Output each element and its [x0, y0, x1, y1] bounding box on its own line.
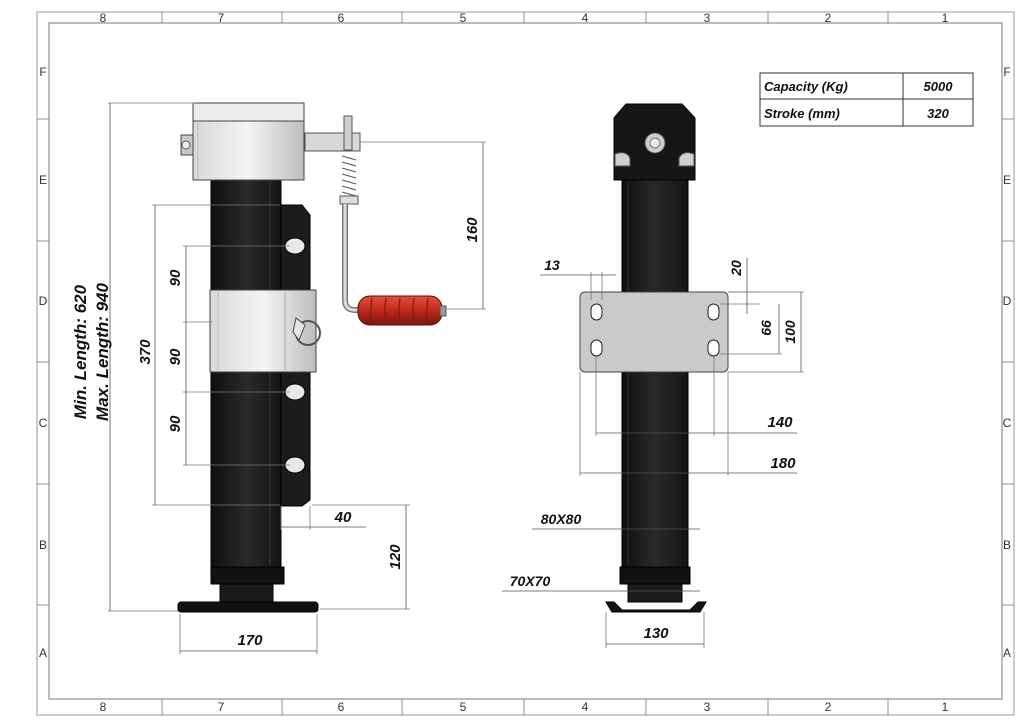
frame-column-labels-bottom: 8 7 6 5 4 3 2 1 [100, 700, 949, 714]
row-label: A [1003, 646, 1011, 660]
dim-170: 170 [237, 632, 263, 649]
column-label: 5 [460, 11, 467, 25]
column-label: 6 [338, 700, 345, 714]
column-label: 1 [942, 11, 949, 25]
column-label: 7 [218, 11, 225, 25]
tube-size-80: 80X80 [541, 511, 582, 527]
row-label: E [39, 173, 47, 187]
side-view-jack [177, 102, 447, 613]
dim-90-middle: 90 [167, 348, 184, 365]
row-label: B [39, 538, 47, 552]
max-length-label: Max. Length: 940 [93, 282, 112, 420]
row-label: F [39, 65, 46, 79]
column-label: 4 [582, 11, 589, 25]
dim-90-top: 90 [167, 269, 184, 286]
dim-160: 160 [464, 217, 481, 243]
capacity-label: Capacity (Kg) [764, 79, 848, 94]
drawing-frame [36, 11, 1015, 716]
tube-size-70: 70X70 [510, 573, 551, 589]
spec-table: Capacity (Kg) 5000 Stroke (mm) 320 [759, 72, 974, 127]
column-label: 8 [100, 700, 107, 714]
column-label: 4 [582, 700, 589, 714]
dim-40: 40 [334, 509, 352, 526]
dim-100: 100 [782, 320, 798, 344]
capacity-value: 5000 [924, 79, 954, 94]
dim-130: 130 [643, 625, 669, 642]
column-label: 5 [460, 700, 467, 714]
column-label: 7 [218, 700, 225, 714]
dim-13: 13 [544, 257, 560, 273]
column-label: 3 [704, 11, 711, 25]
column-label: 8 [100, 11, 107, 25]
column-label: 2 [825, 11, 832, 25]
column-label: 3 [704, 700, 711, 714]
crank-handle [357, 295, 447, 326]
frame-row-labels-right: F E D C B A [1003, 65, 1012, 660]
front-view-jack [579, 103, 729, 613]
row-label: A [39, 646, 47, 660]
column-label: 1 [942, 700, 949, 714]
stroke-value: 320 [927, 106, 949, 121]
min-length-label: Min. Length: 620 [71, 284, 90, 419]
dim-180: 180 [770, 455, 796, 472]
stroke-label: Stroke (mm) [764, 106, 840, 121]
front-view-dimensions: 13 20 66 100 140 180 80X80 70X70 [502, 257, 804, 648]
row-label: C [39, 416, 48, 430]
column-label: 6 [338, 11, 345, 25]
frame-column-labels-top: 8 7 6 5 4 3 2 1 [100, 11, 949, 25]
frame-row-labels-left: F E D C B A [39, 65, 48, 660]
row-label: F [1003, 65, 1010, 79]
side-view-dimensions: Min. Length: 620 Max. Length: 940 370 90… [71, 102, 486, 654]
row-label: B [1003, 538, 1011, 552]
dim-90-bottom: 90 [167, 415, 184, 432]
dim-66: 66 [758, 320, 774, 336]
row-label: E [1003, 173, 1011, 187]
row-label: C [1003, 416, 1012, 430]
dim-20: 20 [728, 260, 744, 277]
dim-370: 370 [137, 339, 154, 365]
column-label: 2 [825, 700, 832, 714]
dim-140: 140 [767, 414, 793, 431]
row-label: D [1003, 294, 1012, 308]
row-label: D [39, 294, 48, 308]
dim-120: 120 [387, 544, 404, 570]
